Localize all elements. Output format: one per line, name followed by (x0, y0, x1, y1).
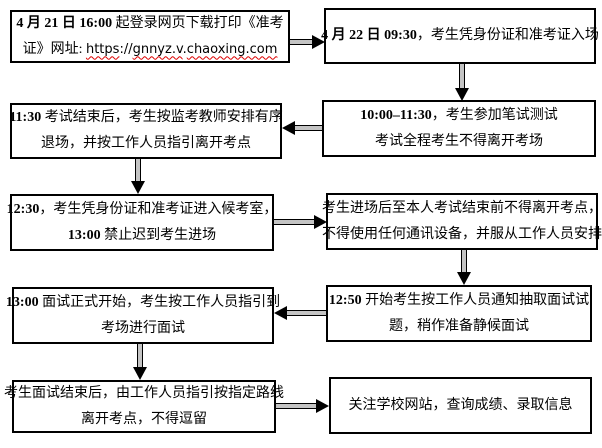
time-text: 4 月 21 日 16:00 (16, 15, 113, 31)
flow-step-exit-after-written: 11:30 考试结束后，考生按监考教师安排有序 退场，并按工作人员指引离开考点 (9, 103, 283, 159)
step-text-line: 12:30，考生凭身份证和准考证进入候考室， (7, 197, 278, 223)
step-text: ，考生凭身份证和准考证进入候考室， (39, 201, 278, 217)
step-text: 考试全程考生不得离开考场 (375, 133, 543, 149)
url-part: :// (119, 41, 133, 57)
flow-step-interview-start: 13:00 面试正式开始，考生按工作人员指引到 考场进行面试 (6, 287, 280, 344)
step-text: 起登录网页下载打印《准考 (112, 15, 284, 31)
flow-step-check-results: 关注学校网站，查询成绩、录取信息 (329, 377, 592, 434)
step-text: 关注学校网站，查询成绩、录取信息 (348, 397, 573, 413)
arrow-shaft-print-to-entry (290, 39, 312, 45)
step-text: 证》网址: (22, 41, 86, 57)
step-text: 禁止迟到考生进场 (100, 227, 217, 243)
time-text: 12:30 (6, 201, 40, 217)
arrow-shaft-interview-to-leave (137, 344, 143, 367)
arrow-shaft-draw-to-interview (287, 310, 326, 316)
ticket-url: https://gnnyz.v.chaoxing.com (86, 42, 277, 57)
time-text: 10:00–11:30 (360, 107, 432, 123)
arrowhead-down-icon (455, 88, 469, 101)
step-text-line: 13:00 面试正式开始，考生按工作人员指引到 (6, 290, 280, 316)
flow-step-print-ticket: 4 月 21 日 16:00 起登录网页下载打印《准考 证》网址: https:… (10, 10, 290, 63)
step-text: 考试结束后，考生按监考教师安排有序 (41, 110, 283, 125)
step-text: 离开考点，不得逗留 (81, 411, 207, 427)
arrow-shaft-entry-to-written (459, 64, 465, 88)
url-part: https (85, 41, 120, 57)
step-text: 考生面试结束后，由工作人员指引按指定路线 (4, 385, 284, 401)
url-part: chaoxing.com (186, 41, 278, 57)
step-text-line: 离开考点，不得逗留 (81, 407, 207, 433)
step-text: 不得使用任何通讯设备，并服从工作人员安排 (322, 226, 602, 242)
arrowhead-down-icon (133, 367, 147, 380)
flow-step-entry: 4 月 22 日 09:30，考生凭身份证和准考证入场 (321, 8, 599, 64)
step-text-line: 考试全程考生不得离开考场 (375, 129, 543, 155)
arrowhead-right-icon (312, 35, 325, 49)
step-text-line: 考场进行面试 (101, 316, 185, 342)
step-text-line: 13:00 禁止迟到考生进场 (68, 223, 216, 249)
flow-step-no-leave-rules: 考生进场后至本人考试结束前不得离开考点， 不得使用任何通讯设备，并服从工作人员安… (322, 193, 602, 250)
arrowhead-left-icon (282, 121, 295, 135)
arrow-shaft-written-to-exit (295, 125, 322, 131)
flow-step-waiting-room: 12:30，考生凭身份证和准考证进入候考室， 13:00 禁止迟到考生进场 (7, 194, 277, 251)
step-text: 考场进行面试 (101, 320, 185, 336)
flow-step-draw-interview-question: 12:50 开始考生按工作人员通知抽取面试试 题，稍作准备静候面试 (326, 285, 592, 342)
arrowhead-right-icon (316, 399, 329, 413)
flow-step-written-test: 10:00–11:30，考生参加笔试测试 考试全程考生不得离开考场 (322, 100, 596, 157)
arrowhead-down-icon (131, 181, 145, 194)
time-text: 13:00 (67, 227, 101, 243)
step-text-line: 4 月 21 日 16:00 起登录网页下载打印《准考 (16, 11, 283, 37)
step-text-line: 证》网址: https://gnnyz.v.chaoxing.com (23, 37, 278, 63)
step-text: 退场，并按工作人员指引离开考点 (41, 136, 251, 151)
step-text-line: 不得使用任何通讯设备，并服从工作人员安排 (322, 222, 602, 248)
step-text: 开始考生按工作人员通知抽取面试试 (361, 292, 590, 308)
step-text: 题，稍作准备静候面试 (389, 318, 529, 334)
step-text: 面试正式开始，考生按工作人员指引到 (38, 294, 281, 310)
arrow-shaft-leave-to-results (276, 403, 316, 409)
url-part: . (182, 41, 187, 57)
step-text-line: 10:00–11:30，考生参加笔试测试 (360, 103, 558, 129)
arrowhead-left-icon (274, 306, 287, 320)
step-text-line: 4 月 22 日 09:30，考生凭身份证和准考证入场 (321, 23, 599, 49)
step-text: ，考生参加笔试测试 (431, 107, 558, 123)
arrowhead-down-icon (457, 272, 471, 285)
step-text-line: 考生进场后至本人考试结束前不得离开考点， (322, 196, 602, 222)
arrow-shaft-waiting-to-rules (274, 219, 314, 225)
step-text-line: 题，稍作准备静候面试 (389, 314, 529, 340)
flow-step-leave-after-interview: 考生面试结束后，由工作人员指引按指定路线 离开考点，不得逗留 (4, 380, 284, 433)
step-text-line: 12:50 开始考生按工作人员通知抽取面试试 (329, 288, 589, 314)
arrowhead-right-icon (314, 215, 327, 229)
arrow-shaft-exit-to-waiting (135, 159, 141, 181)
step-text-line: 关注学校网站，查询成绩、录取信息 (349, 393, 573, 419)
step-text-line: 11:30 考试结束后，考生按监考教师安排有序 (9, 105, 282, 131)
arrow-shaft-rules-to-draw (461, 250, 467, 272)
url-part: gnnyz.v (132, 41, 183, 57)
time-text: 13:00 (5, 294, 39, 310)
time-text: 4 月 22 日 09:30 (321, 28, 417, 43)
step-text-line: 退场，并按工作人员指引离开考点 (41, 131, 251, 157)
time-text: 12:50 (328, 292, 362, 308)
step-text: ，考生凭身份证和准考证入场 (416, 28, 599, 43)
step-text: 考生进场后至本人考试结束前不得离开考点， (322, 200, 602, 216)
step-text-line: 考生面试结束后，由工作人员指引按指定路线 (4, 381, 284, 407)
time-text: 11:30 (9, 110, 42, 125)
